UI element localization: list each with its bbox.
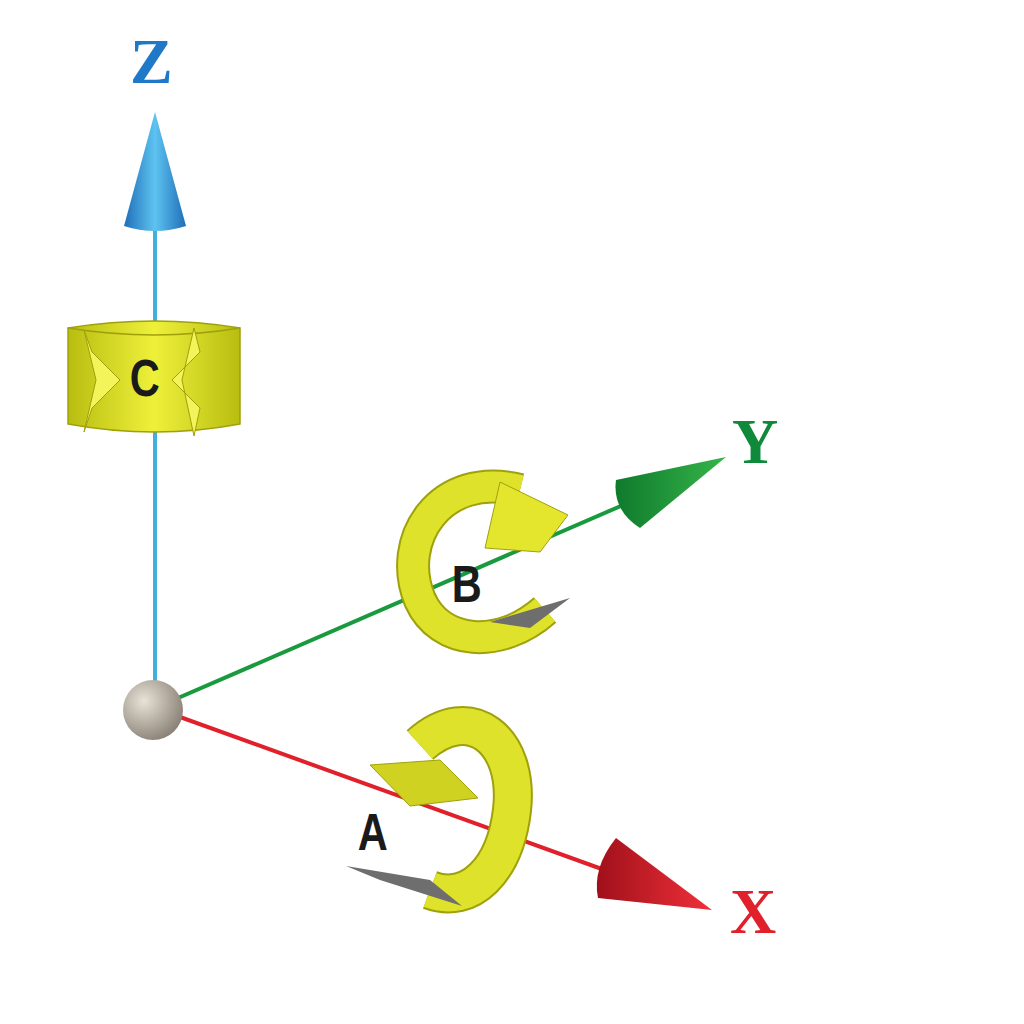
axis-label: X	[730, 880, 776, 944]
rotation-label: C	[130, 352, 160, 404]
axis-label: Y	[732, 410, 778, 474]
z-axis	[153, 220, 157, 708]
c-rotation-ribbon	[68, 321, 240, 436]
origin-sphere	[123, 680, 183, 740]
b-rotation-ribbon	[413, 482, 570, 637]
rotation-label: B	[452, 558, 482, 610]
axis-label: Z	[130, 30, 173, 94]
a-rotation-ribbon	[346, 726, 513, 906]
z-arrowhead	[124, 112, 186, 231]
rotation-label: A	[358, 806, 388, 858]
y-arrowhead	[616, 457, 727, 528]
y-axis	[155, 502, 630, 708]
x-axis	[155, 708, 610, 872]
x-arrowhead	[597, 838, 712, 910]
